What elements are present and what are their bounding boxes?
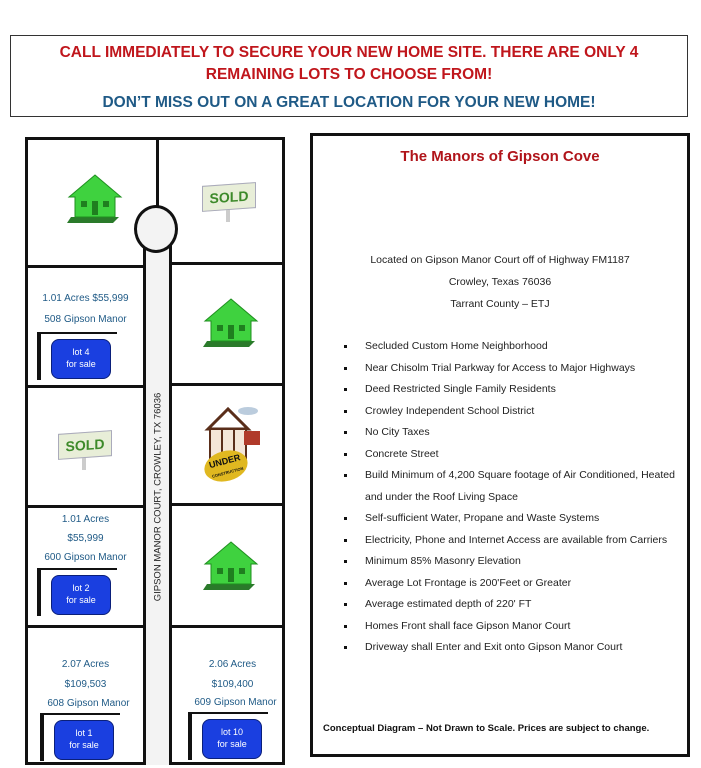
- feature-item: Driveway shall Enter and Exit onto Gipso…: [341, 637, 681, 659]
- road-label: GIPSON MANOR COURT, CROWLEY, TX 76036: [152, 392, 164, 602]
- house-icon: [203, 298, 259, 347]
- location-line: Tarrant County – ETJ: [450, 298, 550, 310]
- lot-4-acres-price: 1.01 Acres $55,999: [42, 293, 129, 304]
- lot-1-for-sale-sign[interactable]: lot 1 for sale: [40, 711, 155, 763]
- sold-sign-icon: SOLD: [202, 182, 256, 222]
- feature-item: No City Taxes: [341, 422, 681, 444]
- feature-item: Average Lot Frontage is 200'Feet or Grea…: [341, 573, 681, 595]
- lot-2-address: 600 Gipson Manor: [44, 552, 127, 563]
- sign-lot-number: lot 10: [220, 727, 244, 737]
- lot-10-acres: 2.06 Acres: [208, 659, 257, 670]
- lot-4-for-sale-sign[interactable]: lot 4 for sale: [37, 330, 152, 382]
- feature-item: Average estimated depth of 220' FT: [341, 594, 681, 616]
- lot-1-acres: 2.07 Acres: [61, 659, 110, 670]
- feature-item: Build Minimum of 4,200 Square footage of…: [341, 465, 681, 508]
- sign-status: for sale: [217, 739, 247, 749]
- sign-lot-number: lot 1: [75, 728, 93, 738]
- lot-10-address: 609 Gipson Manor: [194, 697, 277, 708]
- sign-status: for sale: [66, 359, 96, 369]
- road: [143, 225, 172, 765]
- lot-2-for-sale-sign[interactable]: lot 2 for sale: [37, 566, 152, 618]
- feature-item: Secluded Custom Home Neighborhood: [341, 336, 681, 358]
- lot-map: GIPSON MANOR COURT, CROWLEY, TX 76036 SO…: [25, 137, 285, 765]
- location-line: Crowley, Texas 76036: [448, 276, 552, 288]
- disclaimer: Conceptual Diagram – Not Drawn to Scale.…: [323, 723, 650, 734]
- sold-text: SOLD: [202, 182, 256, 212]
- banner-line-1: CALL IMMEDIATELY TO SECURE YOUR NEW HOME…: [59, 44, 639, 61]
- lot-1-price: $109,503: [64, 679, 107, 690]
- feature-item: Concrete Street: [341, 444, 681, 466]
- sold-text: SOLD: [58, 430, 112, 460]
- lot-2-price: $55,999: [67, 533, 104, 544]
- feature-item: Near Chisolm Trial Parkway for Access to…: [341, 358, 681, 380]
- feature-item: Minimum 85% Masonry Elevation: [341, 551, 681, 573]
- lot-10-for-sale-sign[interactable]: lot 10 for sale: [188, 710, 303, 762]
- under-construction-icon: UNDER CONSTRUCTION: [200, 405, 262, 487]
- feature-item: Deed Restricted Single Family Residents: [341, 379, 681, 401]
- feature-item: Electricity, Phone and Internet Access a…: [341, 530, 681, 552]
- call-to-action-banner: CALL IMMEDIATELY TO SECURE YOUR NEW HOME…: [10, 35, 688, 117]
- location-line: Located on Gipson Manor Court off of Hig…: [370, 254, 630, 266]
- lot-2-acres: 1.01 Acres: [61, 514, 110, 525]
- banner-line-3: DON’T MISS OUT ON A GREAT LOCATION FOR Y…: [102, 94, 596, 111]
- house-icon: [67, 174, 123, 223]
- sign-status: for sale: [66, 595, 96, 605]
- feature-item: Self-sufficient Water, Propane and Waste…: [341, 508, 681, 530]
- feature-item: Crowley Independent School District: [341, 401, 681, 423]
- feature-item: Homes Front shall face Gipson Manor Cour…: [341, 616, 681, 638]
- cul-de-sac: [134, 205, 178, 253]
- panel-title: The Manors of Gipson Cove: [400, 148, 600, 165]
- lot-1-address: 608 Gipson Manor: [47, 698, 130, 709]
- lot-4-address: 508 Gipson Manor: [44, 314, 127, 325]
- sign-lot-number: lot 4: [72, 347, 90, 357]
- banner-line-2: REMAINING LOTS TO CHOOSE FROM!: [205, 66, 493, 83]
- sign-lot-number: lot 2: [72, 583, 90, 593]
- sign-status: for sale: [69, 740, 99, 750]
- info-panel: The Manors of Gipson Cove Located on Gip…: [310, 133, 690, 757]
- feature-list: Secluded Custom Home Neighborhood Near C…: [341, 336, 681, 659]
- house-icon: [203, 541, 259, 590]
- lot-10-price: $109,400: [211, 679, 254, 690]
- sold-sign-icon: SOLD: [58, 430, 112, 470]
